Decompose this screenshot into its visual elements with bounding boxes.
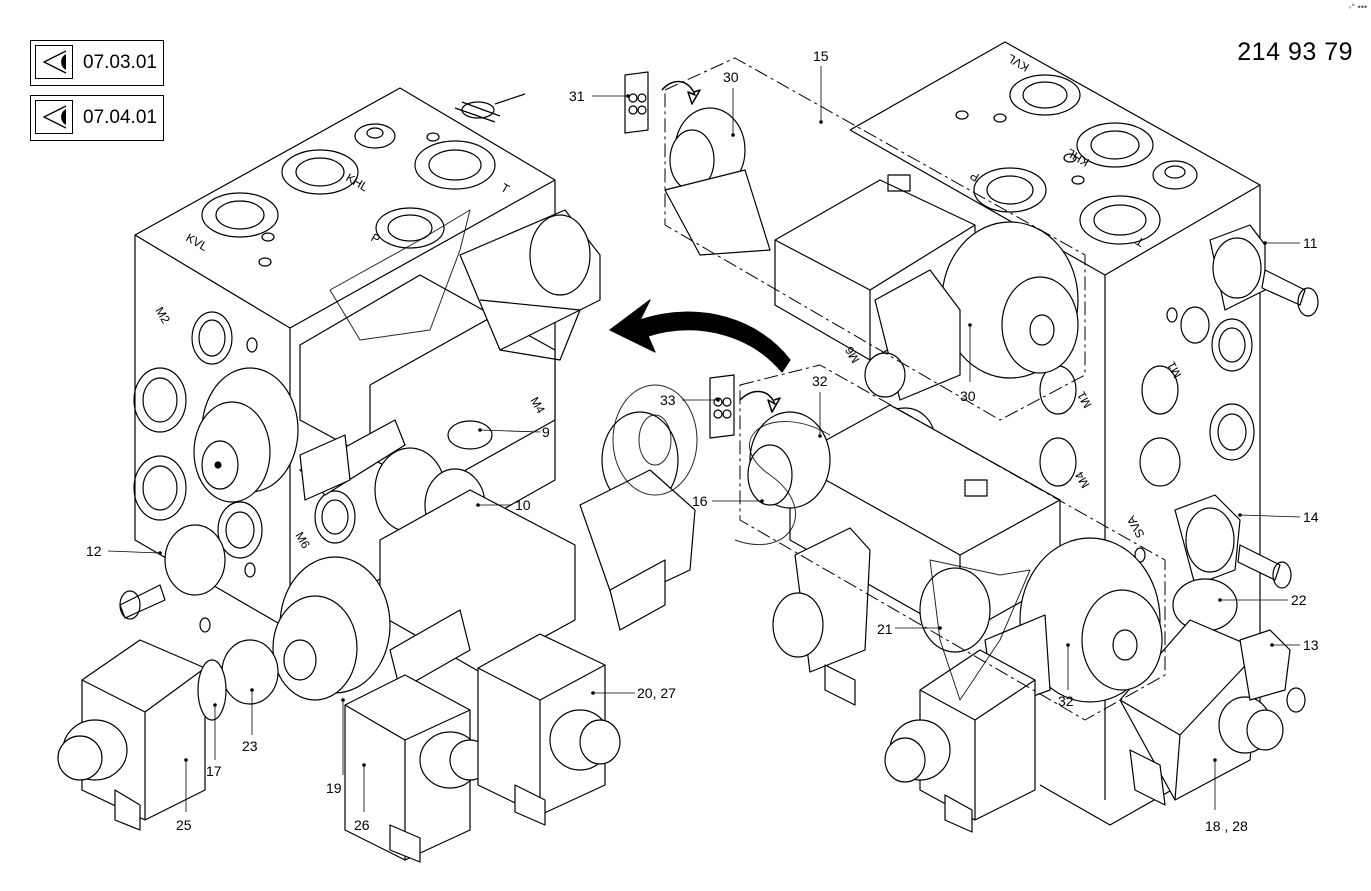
svg-text:14: 14 — [1303, 509, 1319, 525]
svg-text:22: 22 — [1291, 592, 1307, 608]
watermark — [329, 209, 1031, 701]
callout-22[interactable]: 22 — [1218, 592, 1307, 608]
callouts: 9 10 11 12 13 14 15 16 17 18 , 28 19 20,… — [86, 48, 1319, 834]
callout-13[interactable]: 13 — [1270, 637, 1319, 653]
svg-text:23: 23 — [242, 738, 258, 754]
svg-text:12: 12 — [86, 543, 102, 559]
view-ref-0703[interactable]: 07.03.01 — [30, 40, 164, 86]
svg-text:9: 9 — [542, 424, 550, 440]
svg-text:17: 17 — [206, 763, 222, 779]
left-valve-block — [57, 87, 696, 863]
svg-text:13: 13 — [1303, 637, 1319, 653]
svg-text:25: 25 — [176, 817, 192, 833]
svg-text:30: 30 — [723, 69, 739, 85]
callout-23[interactable]: 23 — [242, 688, 258, 754]
callout-25[interactable]: 25 — [176, 758, 192, 833]
svg-text:11: 11 — [1303, 235, 1318, 251]
right-valve-block — [664, 41, 1319, 833]
callout-14[interactable]: 14 — [1238, 509, 1319, 525]
callout-30-right[interactable]: 30 — [960, 323, 976, 404]
callout-11[interactable]: 11 — [1263, 235, 1318, 251]
explosion-boundary — [664, 57, 1166, 721]
view-ref-label: 07.03.01 — [83, 52, 157, 73]
svg-text:26: 26 — [354, 817, 370, 833]
callout-20-27[interactable]: 20, 27 — [591, 685, 676, 701]
callout-9[interactable]: 9 — [478, 424, 550, 440]
sticker-label-icon — [624, 71, 735, 439]
svg-text:10: 10 — [515, 497, 531, 513]
callout-31[interactable]: 31 — [569, 88, 630, 104]
callout-12[interactable]: 12 — [86, 543, 162, 559]
callout-30-top[interactable]: 30 — [723, 69, 739, 137]
svg-text:32: 32 — [812, 373, 828, 389]
corner-mark: ◦° ••• — [1348, 2, 1367, 12]
svg-text:18 , 28: 18 , 28 — [1205, 818, 1248, 834]
view-ref-label: 07.04.01 — [83, 107, 157, 128]
svg-text:15: 15 — [813, 48, 829, 64]
svg-text:21: 21 — [877, 621, 893, 637]
part-number: 214 93 79 — [1237, 38, 1353, 66]
callout-17[interactable]: 17 — [206, 703, 222, 779]
view-eye-icon — [35, 100, 73, 134]
callout-18-28[interactable]: 18 , 28 — [1205, 758, 1248, 834]
svg-text:32: 32 — [1058, 693, 1074, 709]
callout-15[interactable]: 15 — [813, 48, 829, 124]
svg-text:19: 19 — [326, 780, 342, 796]
callout-21[interactable]: 21 — [877, 621, 942, 637]
svg-text:31: 31 — [569, 88, 585, 104]
callout-19[interactable]: 19 — [326, 698, 345, 796]
callout-32-bottom[interactable]: 32 — [1058, 643, 1074, 709]
callout-26[interactable]: 26 — [354, 763, 370, 833]
callout-10[interactable]: 10 — [476, 497, 531, 513]
svg-text:16: 16 — [692, 493, 708, 509]
callout-16[interactable]: 16 — [692, 493, 764, 509]
svg-text:20, 27: 20, 27 — [637, 685, 676, 701]
view-eye-icon — [35, 45, 73, 79]
view-ref-0704[interactable]: 07.04.01 — [30, 95, 164, 141]
svg-text:33: 33 — [660, 392, 676, 408]
callout-33[interactable]: 33 — [660, 392, 720, 408]
move-arrow-icon — [609, 80, 791, 413]
svg-text:30: 30 — [960, 388, 976, 404]
callout-32-top[interactable]: 32 — [812, 373, 828, 438]
